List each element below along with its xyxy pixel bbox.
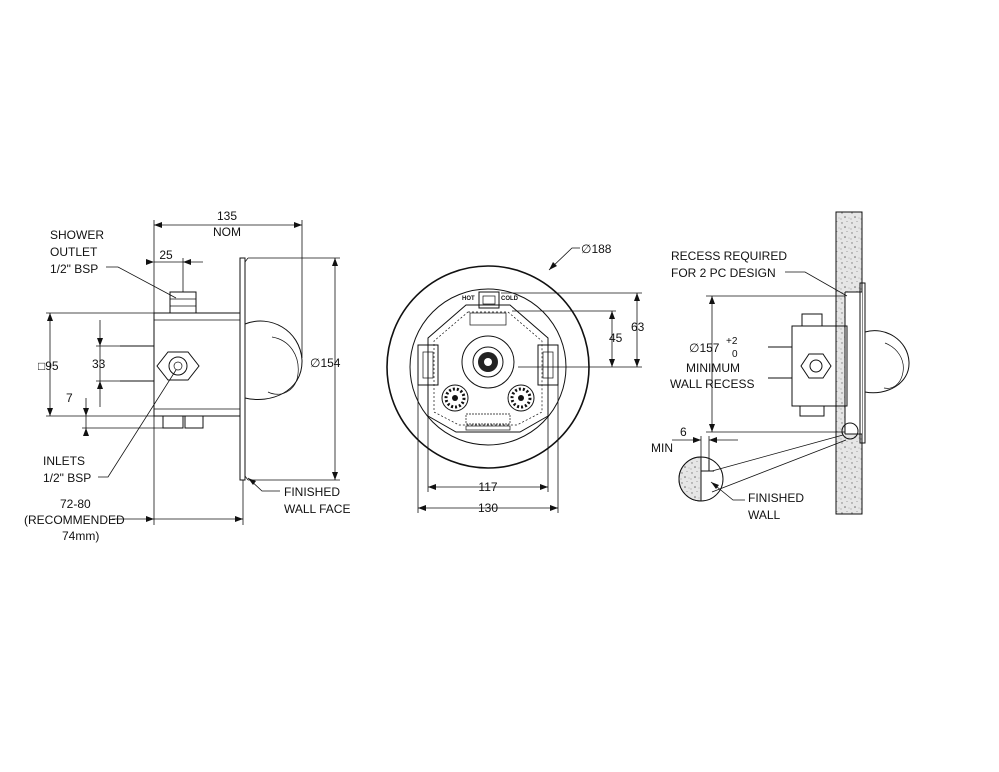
recess-label-line2: WALL RECESS <box>670 377 754 391</box>
recess-label-line1: MINIMUM <box>686 361 740 375</box>
tolerance-lower: 0 <box>732 349 738 360</box>
install-depth-line3: 74mm) <box>62 529 99 543</box>
shower-outlet-line2: OUTLET <box>50 245 98 259</box>
front-view: HOT COLD ∅188 63 <box>386 242 645 515</box>
inlets-line2: 1/2" BSP <box>43 471 91 485</box>
wall-view: RECESS REQUIRED FOR 2 PC DESIGN ∅157 +2 … <box>651 211 910 522</box>
central-spindle <box>461 335 515 389</box>
outlet-nut <box>169 291 197 314</box>
finished-wall-line1: FINISHED <box>748 491 804 505</box>
valve-body <box>153 312 241 417</box>
side-view: 135 NOM 25 SHOWER OUTLET 1/2" BSP □95 33… <box>24 209 350 543</box>
cold-label: COLD <box>501 296 519 302</box>
height-lower: 45 <box>609 331 623 345</box>
top-fitting <box>478 291 500 309</box>
hot-label: HOT <box>462 296 475 302</box>
cover-diameter: ∅188 <box>581 242 612 256</box>
recess-note-line2: FOR 2 PC DESIGN <box>671 266 776 280</box>
height-upper: 63 <box>631 320 645 334</box>
min-gap-value: 6 <box>680 425 687 439</box>
outlet-offset: 25 <box>159 248 173 262</box>
detail-marker <box>841 422 859 440</box>
bottom-nut <box>162 415 184 429</box>
inlet-fitting <box>168 356 188 376</box>
mounting-plate <box>427 304 549 433</box>
finished-wall-face-line1: FINISHED <box>284 485 340 499</box>
right-gear <box>507 384 535 412</box>
tolerance-upper: +2 <box>726 336 738 347</box>
cover-plate <box>239 257 246 481</box>
width-outer: 130 <box>478 501 498 515</box>
wall-handle-dome <box>864 330 910 394</box>
finished-wall-line2: WALL <box>748 508 781 522</box>
inlets-line1: INLETS <box>43 454 85 468</box>
wall-inlet-hex <box>800 353 832 379</box>
handle-dome <box>244 320 303 400</box>
inlet-spacing: 33 <box>92 357 106 371</box>
left-bracket <box>417 344 439 386</box>
body-square: □95 <box>38 359 59 373</box>
inlet-hex <box>156 351 200 381</box>
finished-wall-face-line2: WALL FACE <box>284 502 350 516</box>
install-depth-line1: 72-80 <box>60 497 91 511</box>
recess-diameter: ∅157 <box>689 341 720 355</box>
wall-cover-plate <box>859 282 866 444</box>
width-inner: 117 <box>478 480 497 494</box>
flange-diameter: ∅154 <box>310 356 341 370</box>
depth-note: NOM <box>213 225 241 239</box>
inlet-offset: 7 <box>66 391 73 405</box>
recess-note-line1: RECESS REQUIRED <box>671 249 787 263</box>
depth-value: 135 <box>217 209 237 223</box>
right-bracket <box>537 344 559 386</box>
shower-outlet-line3: 1/2" BSP <box>50 262 98 276</box>
left-gear <box>441 384 469 412</box>
shower-outlet-line1: SHOWER <box>50 228 104 242</box>
install-depth-line2: (RECOMMENDED <box>24 513 125 527</box>
min-gap-note: MIN <box>651 441 673 455</box>
